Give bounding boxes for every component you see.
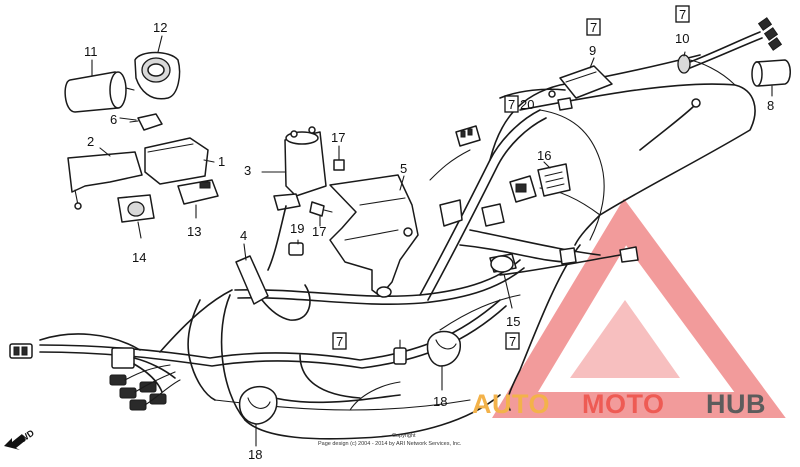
callout-17-b: 17: [312, 224, 326, 239]
callout-3: 3: [244, 163, 251, 178]
callout-17-a: 17: [331, 130, 345, 145]
watermark-auto: AUTO: [472, 389, 550, 419]
part-18-band-right: [426, 330, 461, 367]
fwd-direction-indicator: FWD: [4, 427, 36, 450]
harness-clamp-lower: [393, 339, 407, 365]
callout-20: 20: [520, 97, 534, 112]
callout-13: 13: [187, 224, 201, 239]
callout-labels: 1 2 3 4 5 6 7 7 7 7 7 8 9 10 11 12 13 14…: [84, 5, 774, 462]
part-11-flasher-relay: [64, 71, 135, 113]
callout-6: 6: [110, 112, 117, 127]
callout-12: 12: [153, 20, 167, 35]
part-12-rubber-mount: [134, 51, 181, 100]
frame-outline: [187, 59, 756, 411]
callout-7-c: 7: [508, 97, 515, 112]
part-20-clip: [548, 90, 573, 111]
part-19-collar: [288, 242, 304, 256]
part-3-ignition-coil: [267, 126, 327, 271]
copyright-text: Page design (c) 2004 - 2014 by ARI Netwo…: [318, 441, 462, 447]
watermark-hub: HUB: [706, 389, 766, 419]
part-1-regulator: [144, 137, 209, 185]
callout-1: 1: [218, 154, 225, 169]
callout-7-box-b: [675, 5, 690, 23]
callout-18-b: 18: [248, 447, 262, 462]
callout-19: 19: [290, 221, 304, 236]
part-2-bracket: [67, 151, 143, 210]
watermark-wordmark: AUTO MOTO HUB: [472, 389, 766, 419]
front-connector-cluster: [9, 343, 181, 411]
callout-7-box-a: [586, 18, 601, 36]
part-6-connector: [129, 113, 163, 131]
main-wire-harness: [39, 54, 701, 440]
part-8-rubber-boot: [751, 59, 791, 87]
ground-terminal: [639, 98, 701, 151]
part-17-bolt-lower: [309, 201, 333, 217]
part-15-grommet: [490, 255, 514, 273]
callout-10: 10: [675, 31, 689, 46]
part-14-rubber-cushion: [117, 194, 155, 223]
copyright-title: Copyright: [392, 433, 416, 439]
leader-lines: [91, 35, 773, 447]
callout-5: 5: [400, 161, 407, 176]
callout-7-box-e: [505, 332, 520, 350]
part-13-relay: [177, 179, 219, 205]
callout-16: 16: [537, 148, 551, 163]
part-9-connector-cover: [559, 65, 613, 99]
fwd-label: FWD: [13, 427, 36, 447]
part-18-band-left: [238, 386, 278, 425]
callout-4: 4: [240, 228, 247, 243]
callout-15: 15: [506, 314, 520, 329]
callout-14: 14: [132, 250, 146, 265]
callout-8: 8: [767, 98, 774, 113]
part-4-plug-cap: [235, 255, 311, 321]
copyright-notice: Copyright Page design (c) 2004 - 2014 by…: [318, 433, 462, 447]
part-17-bolt-upper: [333, 151, 345, 171]
callout-18-a: 18: [433, 394, 447, 409]
callout-7-a: 7: [590, 20, 597, 35]
part-5-bracket-plate: [329, 174, 419, 298]
callout-11: 11: [84, 44, 98, 59]
watermark-triangle-logo: [492, 198, 786, 418]
callout-9: 9: [589, 43, 596, 58]
callout-7-box-d: [332, 332, 347, 350]
callout-7-e: 7: [509, 334, 516, 349]
callout-7-d: 7: [336, 334, 343, 349]
fwd-arrow-icon: [4, 434, 26, 450]
callout-7-box-c: [504, 95, 519, 113]
callout-2: 2: [87, 134, 94, 149]
callout-7-b: 7: [679, 7, 686, 22]
watermark-moto: MOTO: [582, 389, 665, 419]
